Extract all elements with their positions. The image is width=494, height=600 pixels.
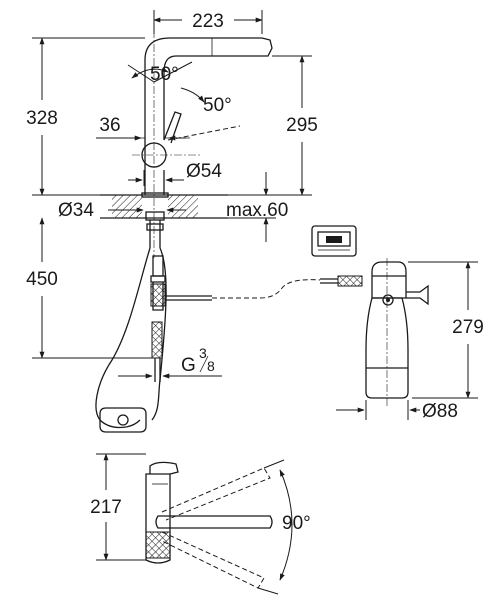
dimension-max-thickness: max.60 (226, 172, 288, 242)
display-cable (212, 279, 321, 299)
lever (163, 111, 182, 144)
dimension-hole-diameter: Ø34 (58, 200, 186, 221)
dimension-body-diameter: Ø54 (128, 161, 222, 186)
filter-display (311, 225, 357, 257)
label-lever-angle-right: 50° (203, 95, 232, 116)
filter-cartridge (365, 297, 409, 399)
label-lever-offset: 36 (99, 115, 120, 136)
dimension-filter-height: 279 (408, 261, 484, 399)
top-view-spout (155, 515, 273, 529)
swivel-arc (279, 469, 293, 581)
filter-head (371, 261, 407, 299)
label-lever-angle-left: 50° (150, 64, 179, 85)
label-hose-length: 450 (26, 269, 58, 290)
dimension-filter-diameter: Ø88 (336, 400, 458, 422)
label-hole-diameter: Ø34 (58, 200, 94, 221)
hose-weight (99, 407, 147, 433)
filter-unit (212, 225, 429, 408)
label-max-thickness: max.60 (226, 200, 288, 221)
faucet-top-view: 90° (145, 459, 311, 595)
label-total-height: 328 (26, 108, 58, 129)
top-view-base (145, 473, 171, 564)
label-spout-height: 295 (286, 115, 318, 136)
countertop-hatch-right (168, 195, 198, 218)
label-filter-height: 279 (452, 317, 484, 338)
label-swivel-angle: 90° (282, 513, 311, 534)
label-thread-numerator: 3 (199, 345, 207, 361)
label-thread-prefix: G (181, 355, 196, 376)
dimension-spout-reach: 223 (153, 10, 263, 34)
dimension-hose-length: 450 (26, 217, 152, 359)
countertop-hatch-left (112, 195, 142, 218)
flex-inlet (151, 321, 163, 359)
label-top-view-depth: 217 (90, 497, 122, 518)
dimension-total-height: 328 (26, 37, 145, 196)
label-body-diameter: Ø54 (186, 161, 222, 182)
label-spout-reach: 223 (192, 11, 224, 32)
faucet-front-view (95, 30, 273, 433)
spout-head (261, 37, 273, 57)
dimension-spout-height: 295 (228, 55, 318, 196)
hose-pull-out (95, 247, 151, 429)
dimension-thread: G 3 8 (118, 345, 222, 379)
dimension-top-view-depth: 217 (90, 453, 146, 561)
dimension-lever-offset: 36 (96, 115, 186, 141)
label-thread-denominator: 8 (207, 358, 215, 374)
dimension-lever-angles: 50° 50° (127, 61, 232, 116)
label-filter-diameter: Ø88 (422, 401, 458, 422)
